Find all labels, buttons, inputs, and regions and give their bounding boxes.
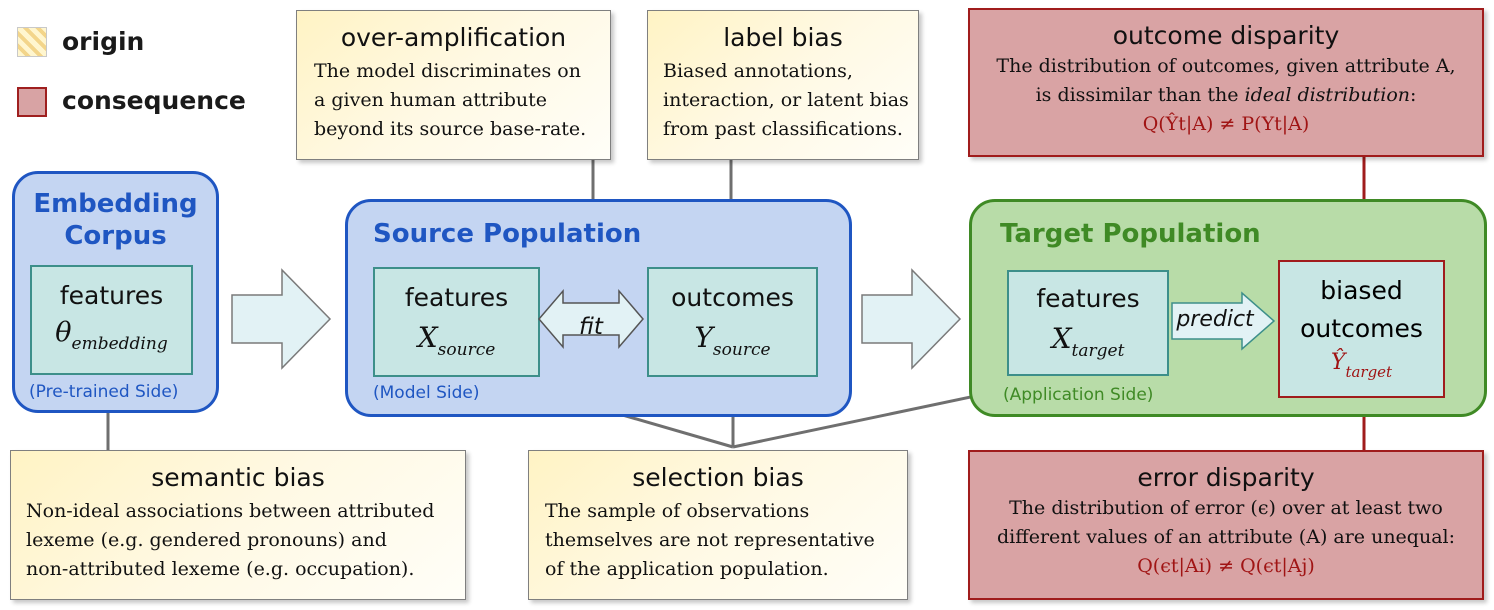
- target-features-symbol: Xtarget: [1051, 322, 1125, 361]
- source-outcomes-box: outcomes Ysource: [647, 267, 818, 377]
- error-disparity-title: error disparity: [1137, 463, 1315, 492]
- source-population-title: Source Population: [373, 219, 642, 249]
- biased-label: biased: [1320, 276, 1403, 305]
- fit-label: fit: [579, 314, 603, 340]
- source-features-box: features Xsource: [373, 267, 540, 377]
- selection-bias-box: selection bias The sample of observation…: [528, 450, 908, 600]
- outcome-disparity-formula: Q(Ŷt|A) ≠ P(Yt|A): [1142, 113, 1310, 135]
- source-features-label: features: [404, 283, 509, 312]
- embedding-corpus-title: Embedding Corpus: [33, 189, 198, 251]
- origin-swatch: [17, 27, 47, 57]
- predict-arrow: [1171, 291, 1276, 351]
- embedding-features-box: features θembedding: [30, 265, 193, 375]
- flow-arrow-source-to-target: [861, 268, 962, 370]
- model-side-label: (Model Side): [373, 383, 480, 403]
- semantic-bias-box: semantic bias Non-ideal associations bet…: [10, 450, 466, 600]
- target-features-box: features Xtarget: [1007, 270, 1169, 376]
- error-disparity-line1: The distribution of error (ϵ) over at le…: [1009, 497, 1443, 519]
- selection-bias-description: The sample of observations themselves ar…: [545, 500, 875, 580]
- label-bias-title: label bias: [723, 23, 843, 52]
- outcome-disparity-line2: is dissimilar than the ideal distributio…: [1035, 84, 1417, 106]
- over-amplification-box: over-amplification The model discriminat…: [296, 10, 611, 160]
- error-disparity-formula: Q(ϵt|Ai) ≠ Q(ϵt|Aj): [1137, 555, 1315, 577]
- embedding-features-symbol: θembedding: [55, 317, 168, 354]
- label-bias-description: Biased annotations, interaction, or late…: [663, 60, 909, 140]
- selection-bias-title: selection bias: [632, 463, 804, 492]
- biased-outcomes-symbol: Ŷtarget: [1330, 350, 1393, 381]
- biased-outcomes-box: biased outcomes Ŷtarget: [1278, 260, 1445, 398]
- embedding-corpus-panel: Embedding Corpus features θembedding (Pr…: [12, 171, 219, 413]
- consequence-swatch: [17, 87, 47, 117]
- legend-origin-label: origin: [62, 27, 145, 56]
- source-population-panel: Source Population features Xsource outco…: [345, 199, 852, 417]
- semantic-bias-description: Non-ideal associations between attribute…: [26, 500, 435, 580]
- label-bias-box: label bias Biased annotations, interacti…: [647, 10, 919, 160]
- outcome-disparity-line1: The distribution of outcomes, given attr…: [996, 55, 1456, 77]
- fit-arrow: [538, 288, 644, 350]
- target-population-title: Target Population: [1000, 219, 1261, 249]
- target-features-label: features: [1036, 284, 1140, 313]
- embedding-features-label: features: [59, 281, 164, 310]
- over-amplification-description: The model discriminates on a given human…: [314, 60, 587, 140]
- source-outcomes-label: outcomes: [671, 283, 794, 312]
- legend-consequence-label: consequence: [62, 86, 246, 115]
- error-disparity-box: error disparity The distribution of erro…: [968, 450, 1484, 600]
- semantic-bias-title: semantic bias: [151, 463, 325, 492]
- predict-label: predict: [1176, 307, 1254, 332]
- source-features-symbol: Xsource: [417, 321, 496, 360]
- error-disparity-line2: different values of an attribute (A) are…: [996, 526, 1456, 548]
- outcomes-label: outcomes: [1300, 314, 1423, 343]
- outcome-disparity-title: outcome disparity: [1112, 21, 1340, 50]
- outcome-disparity-box: outcome disparity The distribution of ou…: [968, 8, 1484, 157]
- pretrained-side-label: (Pre-trained Side): [29, 382, 179, 402]
- over-amplification-title: over-amplification: [340, 23, 567, 52]
- source-outcomes-symbol: Ysource: [694, 321, 771, 360]
- flow-arrow-embedding-to-source: [231, 268, 332, 370]
- application-side-label: (Application Side): [1003, 385, 1154, 405]
